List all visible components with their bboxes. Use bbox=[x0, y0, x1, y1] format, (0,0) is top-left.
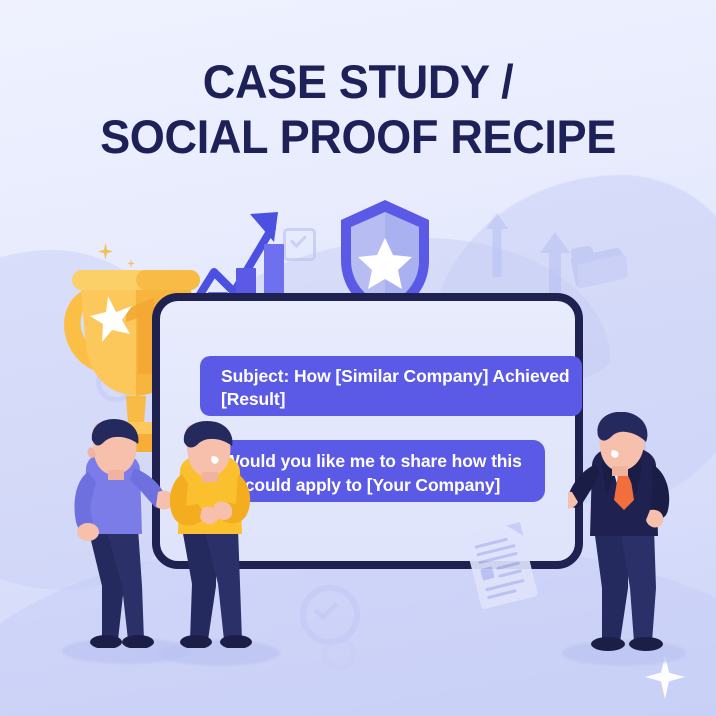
message-bubble-cta[interactable]: Would you like me to share how this coul… bbox=[200, 440, 545, 502]
message-bubble-subject[interactable]: Subject: How [Similar Company] Achieved … bbox=[200, 356, 582, 416]
checkbox-icon bbox=[283, 228, 316, 261]
arrow-up-icon bbox=[486, 213, 508, 277]
circle-outline-decoration bbox=[322, 637, 356, 671]
title-line-2: SOCIAL PROOF RECIPE bbox=[100, 110, 616, 164]
page-title: CASE STUDY / SOCIAL PROOF RECIPE bbox=[14, 54, 701, 165]
character-person-yellow-sweater bbox=[152, 420, 270, 649]
title-line-1: CASE STUDY / bbox=[202, 55, 514, 108]
shield-star-badge-icon bbox=[337, 198, 433, 320]
check-circle-icon bbox=[300, 585, 360, 645]
sparkle-icon bbox=[127, 259, 135, 268]
character-businessman-suit bbox=[556, 411, 686, 652]
character-person-purple-sweater bbox=[62, 418, 175, 649]
character-shadow bbox=[158, 640, 280, 666]
